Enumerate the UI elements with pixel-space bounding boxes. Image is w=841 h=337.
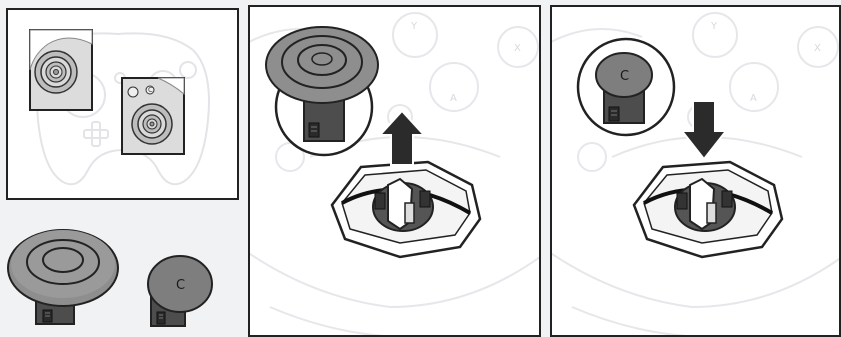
- c-stick-cap-callout: C: [578, 39, 674, 135]
- remove-stick-diagram: Y A X: [250, 7, 539, 335]
- button-x-label: X: [514, 43, 521, 54]
- overview-c-letter: C: [148, 86, 153, 94]
- controller-overview-diagram: C: [8, 10, 237, 198]
- c-stick-cap-letter: C: [620, 69, 629, 84]
- button-a-label: A: [450, 93, 457, 104]
- c-stick-cap-letter: C: [176, 278, 185, 293]
- insert-c-stick-step-panel: Y A X C: [550, 5, 841, 337]
- controller-overview-panel: C: [6, 8, 239, 200]
- control-stick-cap-icon: [8, 230, 118, 324]
- replacement-parts-diagram: C: [0, 206, 242, 337]
- replacement-parts-area: C: [0, 206, 242, 337]
- insert-c-stick-diagram: Y A X C: [552, 7, 839, 335]
- c-stick-cap-icon: C: [148, 256, 212, 326]
- button-y-label: Y: [410, 21, 418, 32]
- control-stick-highlight: [30, 30, 92, 110]
- stick-socket: [332, 162, 480, 257]
- remove-stick-step-panel: Y A X: [248, 5, 541, 337]
- button-a-label: A: [750, 93, 757, 104]
- down-arrow-icon: [682, 101, 726, 159]
- stick-socket: [634, 162, 782, 257]
- button-x-label: X: [814, 43, 821, 54]
- button-y-label: Y: [710, 21, 718, 32]
- removed-control-stick-callout: [266, 27, 378, 155]
- c-stick-highlight: C: [122, 78, 184, 154]
